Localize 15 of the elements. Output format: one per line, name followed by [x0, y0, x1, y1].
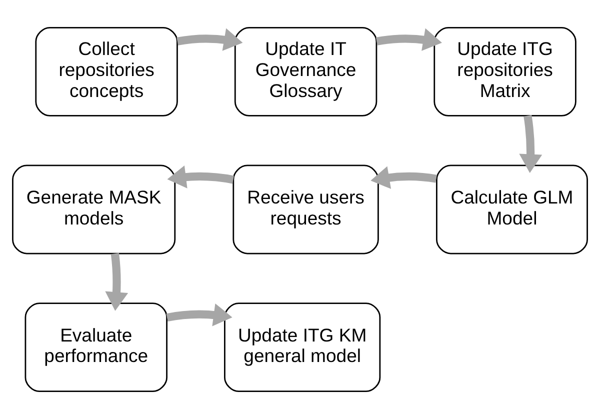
node-box: Update ITG repositories Matrix	[434, 26, 576, 116]
node-box: Evaluate performance	[24, 302, 168, 392]
node-box: Calculate GLM Model	[436, 164, 588, 254]
arrow	[376, 28, 442, 51]
node-box: Generate MASK models	[12, 164, 176, 254]
arrow	[105, 253, 128, 311]
node-box: Update ITG KM general model	[224, 302, 381, 392]
node-box: Collect repositories concepts	[35, 26, 178, 116]
node-box: Update IT Governance Glossary	[234, 26, 378, 116]
arrow	[166, 303, 232, 326]
arrow	[167, 166, 234, 188]
arrow	[176, 28, 243, 51]
arrow	[519, 115, 542, 174]
node-box: Receive users requests	[232, 164, 379, 254]
arrow	[370, 166, 437, 189]
